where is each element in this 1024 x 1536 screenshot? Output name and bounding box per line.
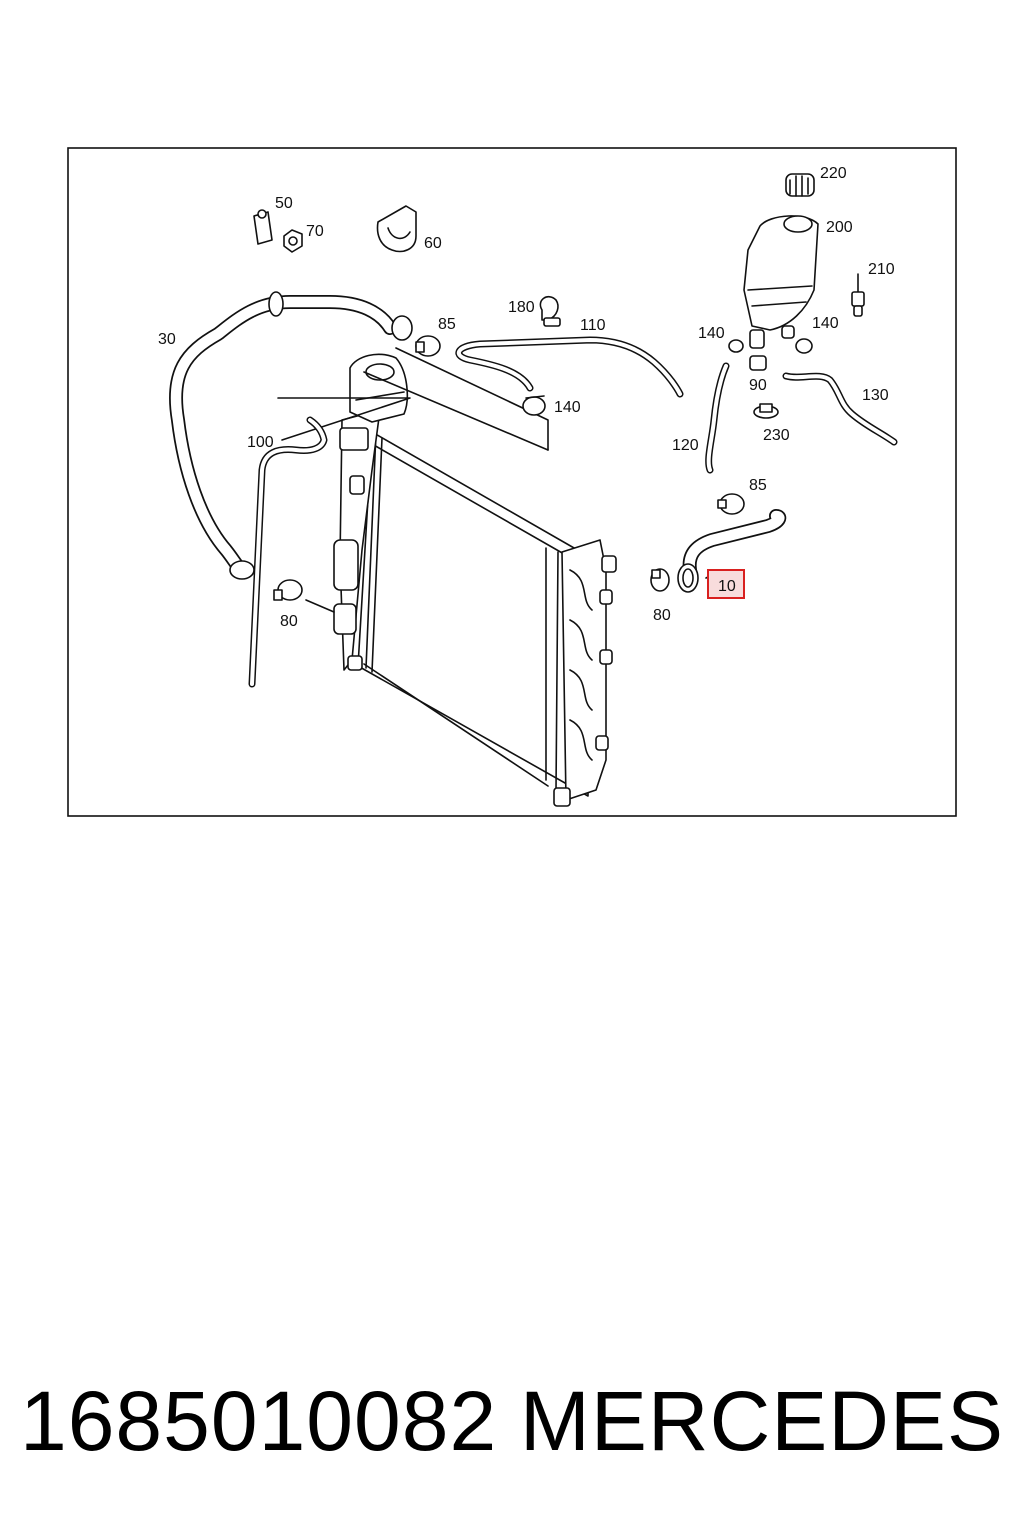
callout-80-right: 80 bbox=[653, 607, 671, 624]
callout-30: 30 bbox=[158, 331, 176, 348]
clamp-140-center bbox=[522, 395, 546, 416]
vent-hose bbox=[705, 362, 730, 474]
callout-140-right: 140 bbox=[812, 315, 839, 332]
callout-10-highlighted: 10 bbox=[718, 578, 736, 595]
footer: 1685010082 MERCEDES bbox=[20, 1366, 1004, 1476]
radiator bbox=[333, 353, 617, 807]
holder-60 bbox=[376, 205, 417, 253]
callout-140-center: 140 bbox=[554, 399, 581, 416]
callout-140-left: 140 bbox=[698, 325, 725, 342]
clamp-140-left-tank bbox=[728, 339, 744, 353]
callout-200: 200 bbox=[826, 219, 853, 236]
clamp-140-right-tank bbox=[795, 338, 813, 354]
level-sensor bbox=[851, 273, 865, 317]
callout-120: 120 bbox=[672, 437, 699, 454]
clamp-80-right bbox=[650, 568, 670, 592]
callout-130: 130 bbox=[862, 387, 889, 404]
clamp-85-bottom bbox=[717, 493, 745, 515]
rubber-mount bbox=[753, 403, 779, 419]
bracket-50 bbox=[253, 209, 273, 245]
callout-50: 50 bbox=[275, 195, 293, 212]
callout-60: 60 bbox=[424, 235, 442, 252]
callout-220: 220 bbox=[820, 165, 847, 182]
callout-110: 110 bbox=[580, 317, 606, 334]
callout-labels: 220 200 210 50 70 60 30 85 180 110 140 1… bbox=[158, 165, 895, 630]
callout-100: 100 bbox=[247, 434, 274, 451]
upper-radiator-hose bbox=[168, 291, 413, 580]
callout-80-left: 80 bbox=[280, 613, 298, 630]
clamp-80-left bbox=[273, 579, 303, 601]
nut-70 bbox=[283, 229, 303, 253]
tank-clip bbox=[749, 355, 767, 371]
bleed-hose bbox=[455, 336, 684, 398]
highlight-box bbox=[707, 569, 745, 599]
expansion-tank-cap bbox=[785, 173, 815, 197]
return-hose bbox=[782, 372, 898, 446]
callout-180: 180 bbox=[508, 299, 535, 316]
part-number: 1685010082 bbox=[20, 1373, 498, 1468]
callout-85-bottom: 85 bbox=[749, 477, 767, 494]
clamp-85-top bbox=[415, 335, 441, 357]
expansion-tank bbox=[743, 215, 819, 349]
overflow-hose bbox=[248, 416, 328, 688]
callout-90: 90 bbox=[749, 377, 767, 394]
callout-210: 210 bbox=[868, 261, 895, 278]
brand-name: MERCEDES bbox=[519, 1373, 1004, 1468]
lower-radiator-hose bbox=[677, 509, 787, 593]
callout-70: 70 bbox=[306, 223, 324, 240]
clamp-180 bbox=[539, 295, 561, 327]
callout-230: 230 bbox=[763, 427, 790, 444]
callout-85-top: 85 bbox=[438, 316, 456, 333]
